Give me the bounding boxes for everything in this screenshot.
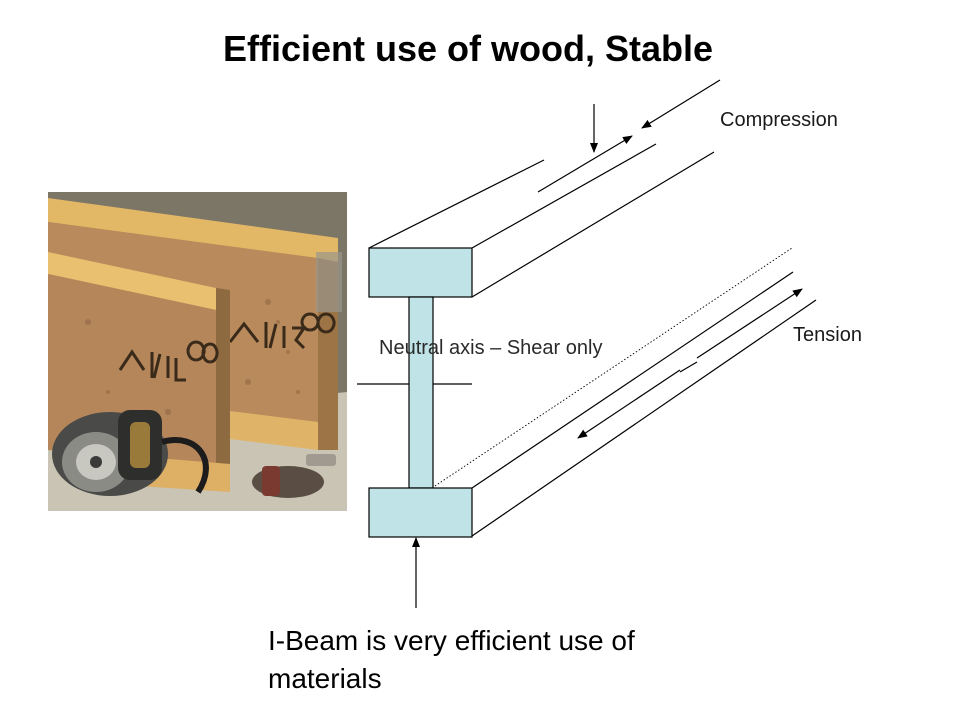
tension-arrow-up: [696, 288, 803, 359]
compression-arrow-diagonal: [641, 79, 721, 129]
neutral-axis-line-right: [679, 361, 698, 373]
bottom-flange-edge-top: [471, 271, 794, 489]
top-flange-edge-left: [368, 159, 545, 249]
compression-label: Compression: [720, 109, 838, 131]
i-joist-photo: [48, 192, 347, 511]
tension-label: Tension: [793, 324, 862, 346]
top-flange-edge-right: [471, 143, 657, 249]
top-flange: [368, 247, 473, 298]
neutral-axis-label: Neutral axis – Shear only: [379, 337, 603, 359]
stamp-tji-h90: [228, 312, 336, 350]
web-edge-dotted: [431, 247, 793, 489]
compression-arrow-along: [537, 135, 633, 193]
slide-caption: I-Beam is very efficient use of material…: [268, 625, 635, 694]
circular-saw: [52, 410, 209, 496]
top-flange-edge-bottom: [471, 151, 715, 298]
web: [408, 296, 434, 489]
bottom-flange-edge-bottom: [471, 299, 817, 537]
slide-title: Efficient use of wood, Stable: [222, 28, 714, 69]
stamp-tji-l60: [118, 340, 219, 382]
hand-tools: [252, 252, 342, 498]
tension-arrow-down: [577, 369, 681, 439]
bottom-flange: [368, 487, 473, 538]
